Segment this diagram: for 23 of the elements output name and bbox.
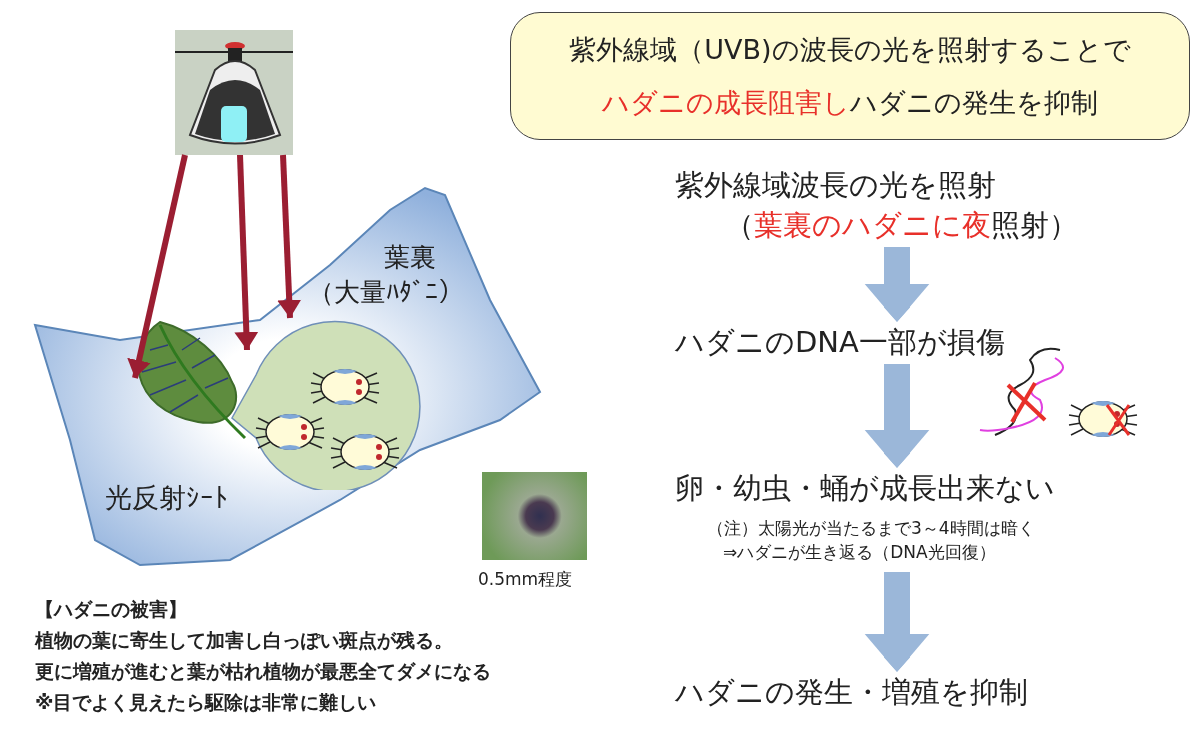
arrow (127, 154, 188, 379)
note-text: ⇒ハダニが生き返る（DNA光回復） (722, 541, 997, 564)
note-heading: 【ハダニの被害】 (35, 597, 187, 622)
note-text: （注）太陽光が当たるまで3～4時間は暗く (706, 517, 1036, 540)
sheet-label: 光反射ｼｰﾄ (105, 481, 228, 515)
step-text: ハダニの発生・増殖を抑制 (675, 674, 1029, 711)
lamp-photo (175, 30, 293, 155)
step-text: 卵・幼虫・蛹が成長出来ない (675, 470, 1056, 507)
note-text: ※目でよく見えたら駆除は非常に難しい (35, 690, 377, 715)
step-text: 紫外線域波長の光を照射 (675, 167, 997, 204)
summary-box: 紫外線域（UVB)の波長の光を照射することで ハダニの成長阻害しハダニの発生を抑制 (510, 12, 1190, 140)
arrow (234, 154, 259, 351)
note-text: 植物の葉に寄生して加害し白っぽい斑点が残る。 (35, 628, 453, 653)
step-text: ハダニのDNA一部が損傷 (675, 324, 1006, 361)
arrow (863, 247, 931, 322)
note-text: 更に増殖が進むと葉が枯れ植物が最悪全てダメになる (35, 659, 491, 684)
size-label: 0.5mm程度 (478, 568, 573, 591)
arrow (277, 154, 302, 319)
sheet-label: 葉裏 (383, 241, 437, 274)
arrow (863, 572, 931, 672)
arrow (863, 364, 931, 468)
step-text: （葉裏のハダニに夜照射） (724, 207, 1075, 244)
sheet-label: （大量ﾊﾀﾞﾆ） (308, 276, 464, 309)
